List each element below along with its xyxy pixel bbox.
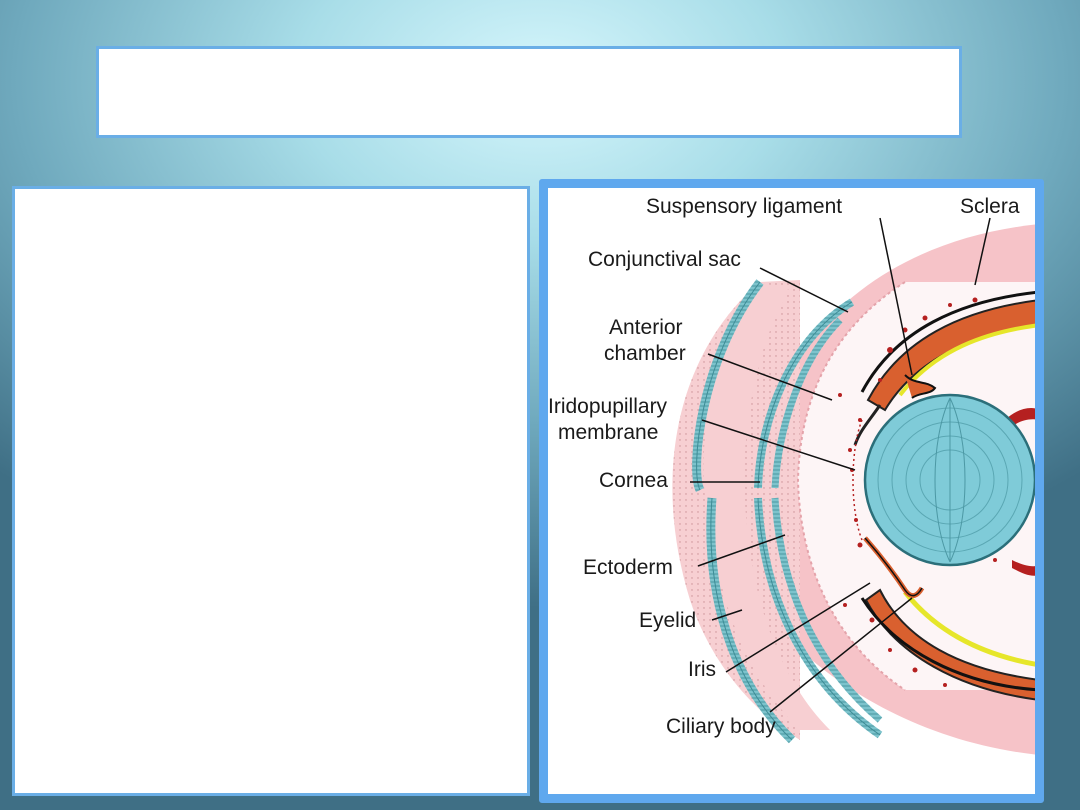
conjunctival-sac-lower <box>771 497 883 723</box>
label-chamber: chamber <box>604 342 686 365</box>
eye-development-diagram: Suspensory ligament Sclera Conjunctival … <box>548 195 1035 755</box>
title-placeholder <box>96 46 962 138</box>
label-membrane: membrane <box>558 421 658 444</box>
label-ectoderm: Ectoderm <box>583 556 673 579</box>
label-sclera: Sclera <box>960 195 1020 218</box>
label-ciliary-body: Ciliary body <box>666 715 776 738</box>
lower-choroid-orange <box>864 588 1035 701</box>
label-conjunctival-sac: Conjunctival sac <box>588 248 741 271</box>
eye-diagram-frame: Suspensory ligament Sclera Conjunctival … <box>539 179 1044 803</box>
label-iridopupillary: Iridopupillary <box>548 395 668 418</box>
content-placeholder <box>12 186 530 796</box>
label-eyelid: Eyelid <box>639 609 696 632</box>
iridopupillary-membrane <box>852 419 863 541</box>
label-anterior: Anterior <box>609 316 683 339</box>
label-suspensory-ligament: Suspensory ligament <box>646 195 842 218</box>
label-cornea: Cornea <box>599 469 668 492</box>
leader-lines <box>690 217 991 713</box>
eyelid-outer <box>703 282 830 730</box>
upper-iris <box>853 404 882 446</box>
lens <box>863 393 1035 567</box>
label-iris: Iris <box>688 658 716 681</box>
